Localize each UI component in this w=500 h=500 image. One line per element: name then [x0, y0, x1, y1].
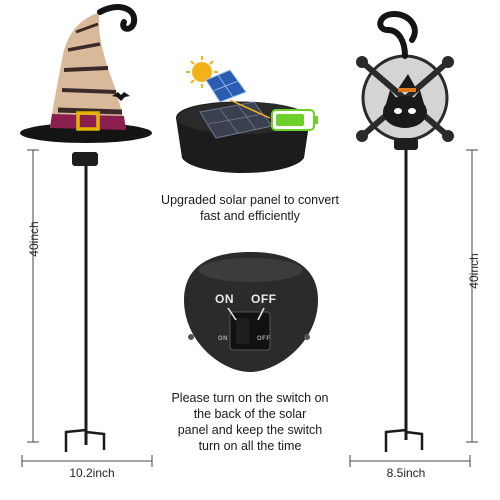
sun-icon	[192, 62, 212, 82]
switch-caption-line-2: the back of the solar	[193, 407, 307, 421]
switch-on-label: ON	[215, 292, 234, 306]
left-height-dimension	[27, 149, 39, 443]
switch-module-illustration	[184, 252, 318, 372]
left-width-label: 10.2inch	[69, 466, 115, 480]
left-height-label: 40inch	[27, 221, 41, 257]
solar-caption-line-1: Upgraded solar panel to convert	[161, 193, 339, 207]
cat-head	[383, 96, 427, 128]
switch-small-on: ON	[218, 336, 228, 342]
right-solar-cap	[394, 138, 418, 150]
battery-charge-level	[276, 114, 304, 126]
solar-module-illustration	[176, 56, 318, 173]
hat-curl-tip	[97, 4, 138, 32]
right-height-dimension	[466, 149, 478, 443]
bat-icon	[112, 92, 130, 101]
right-height-label: 40inch	[467, 253, 481, 289]
cat-eye-right	[408, 108, 416, 114]
switch-off-label: OFF	[251, 292, 277, 306]
witch-hat-stake	[20, 4, 152, 452]
right-width-dimension	[349, 455, 471, 467]
cat-eye-left	[394, 108, 402, 114]
switch-caption-line-1: Please turn on the switch on	[171, 391, 329, 405]
right-width-label: 8.5inch	[386, 466, 426, 480]
switch-caption-line-4: turn on all the time	[198, 439, 302, 453]
left-stake-fork	[64, 428, 87, 452]
solar-caption-line-2: fast and efficiently	[200, 209, 300, 223]
switch-small-off: OFF	[257, 336, 271, 342]
left-width-dimension	[21, 455, 153, 467]
black-cat-stake	[356, 10, 454, 452]
hat-band	[50, 114, 126, 130]
cat-tail-curl	[377, 10, 418, 59]
solar-caption: Upgraded solar panel to convert fast and…	[140, 192, 360, 224]
switch-toggle	[236, 318, 249, 344]
hat-buckle-icon	[76, 111, 100, 131]
switch-caption-line-3: panel and keep the switch	[177, 423, 323, 437]
switch-caption: Please turn on the switch on the back of…	[150, 390, 350, 454]
left-solar-cap	[72, 152, 98, 166]
